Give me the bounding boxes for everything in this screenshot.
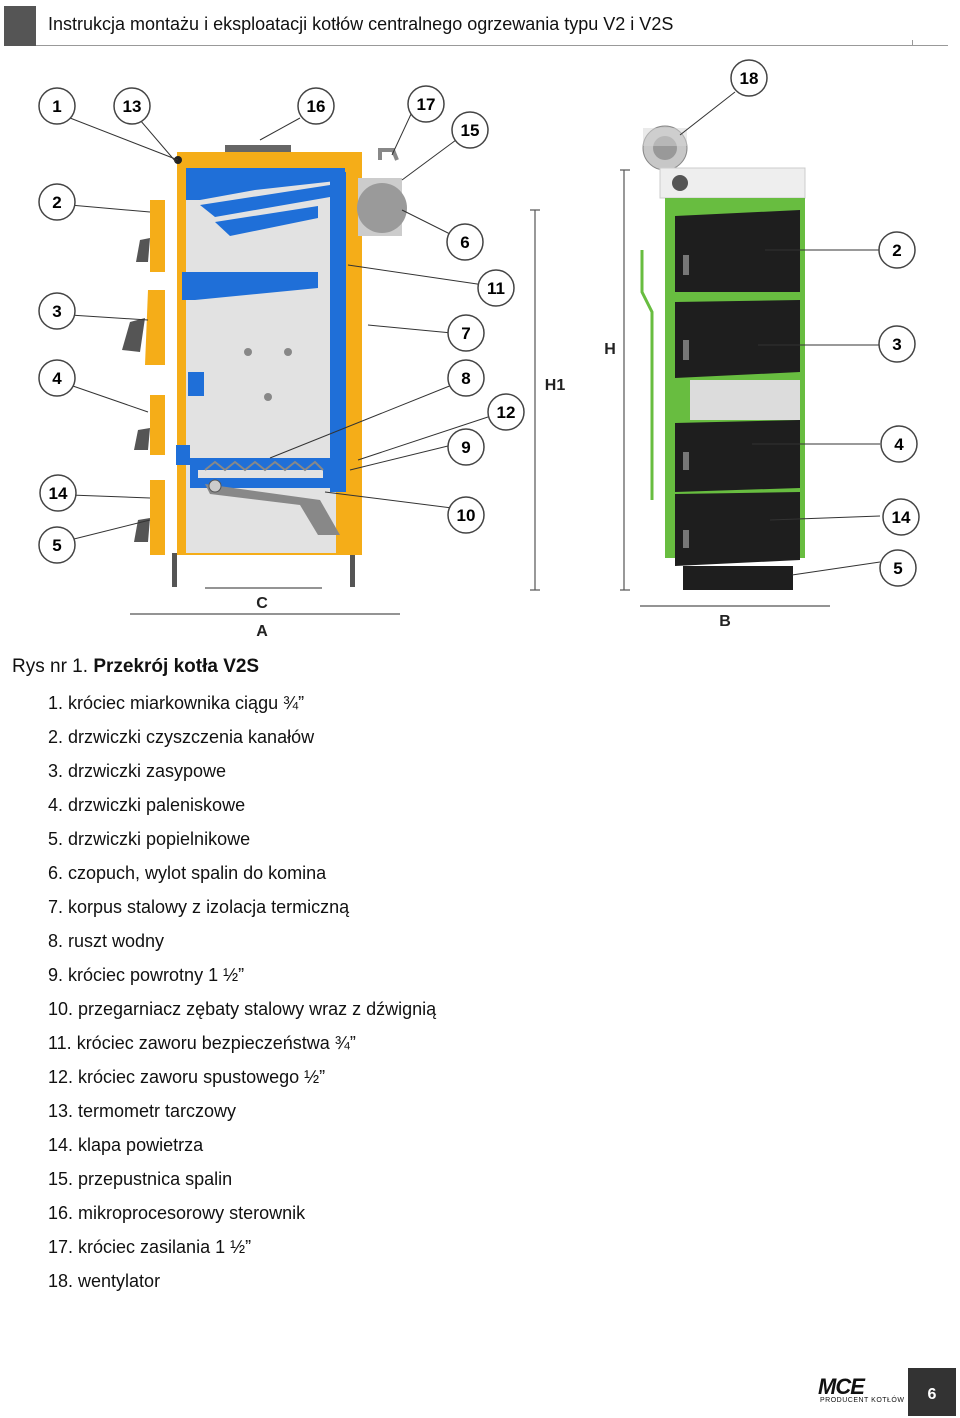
svg-text:7: 7 (461, 324, 470, 343)
legend-item: 4. drzwiczki paleniskowe (48, 795, 246, 815)
callout-14: 14 (39, 474, 77, 512)
leader-lines-right (679, 91, 881, 576)
svg-text:1: 1 (52, 97, 61, 116)
mce-logo: MCE PRODUCENT KOTŁÓW (818, 1372, 908, 1406)
svg-text:3: 3 (52, 302, 61, 321)
callout-9: 9 (447, 428, 485, 466)
callout-13: 13 (113, 87, 151, 125)
svg-text:14: 14 (49, 484, 68, 503)
svg-text:6: 6 (460, 233, 469, 252)
legend-item: 6. czopuch, wylot spalin do komina (48, 863, 327, 883)
svg-text:11: 11 (487, 279, 505, 298)
callouts-right: 18 2 3 4 14 5 (730, 59, 920, 587)
callout-11: 11 (477, 269, 515, 307)
callout-2-photo: 2 (878, 231, 916, 269)
boiler-figure: 1 13 16 17 15 2 6 11 3 7 4 8 12 9 14 10 … (38, 59, 920, 640)
legend-item: 17. króciec zasilania 1 ½” (48, 1237, 252, 1257)
callout-6: 6 (446, 223, 484, 261)
callout-14-photo: 14 (882, 498, 920, 536)
page-number-box: 6 (908, 1368, 956, 1416)
page-number: 6 (927, 1386, 937, 1403)
legend-item: 8. ruszt wodny (48, 931, 165, 951)
callout-16: 16 (297, 87, 335, 125)
legend-item: 7. korpus stalowy z izolacja termiczną (48, 897, 350, 917)
callout-5: 5 (38, 526, 76, 564)
legend-item: 15. przepustnica spalin (48, 1169, 233, 1189)
svg-text:14: 14 (892, 508, 911, 527)
header-rule (36, 45, 948, 46)
caption-prefix: Rys nr 1. (12, 656, 89, 677)
dim-label-a: A (256, 623, 268, 640)
callout-15: 15 (451, 111, 489, 149)
callout-3: 3 (38, 292, 76, 330)
dimension-lines-right (620, 169, 830, 607)
header-rule-tick (912, 40, 913, 46)
svg-text:5: 5 (52, 536, 61, 555)
legend-item: 2. drzwiczki czyszczenia kanałów (48, 727, 315, 747)
figure-caption: Rys nr 1. Przekrój kotła V2S (12, 656, 259, 678)
legend-item: 1. króciec miarkownika ciągu ¾” (48, 693, 305, 713)
callout-1: 1 (38, 87, 76, 125)
svg-text:17: 17 (417, 95, 436, 114)
callout-2: 2 (38, 183, 76, 221)
legend-item: 13. termometr tarczowy (48, 1101, 237, 1121)
svg-text:18: 18 (740, 69, 759, 88)
callout-8: 8 (447, 359, 485, 397)
svg-text:13: 13 (123, 97, 142, 116)
legend-item: 5. drzwiczki popielnikowe (48, 829, 251, 849)
legend-item: 9. króciec powrotny 1 ½” (48, 965, 245, 985)
svg-text:8: 8 (461, 369, 470, 388)
leader-lines-left (69, 111, 495, 541)
svg-text:5: 5 (893, 559, 902, 578)
svg-text:12: 12 (497, 403, 516, 422)
dim-label-h1: H1 (545, 377, 566, 394)
svg-text:16: 16 (307, 97, 326, 116)
legend-item: 11. króciec zaworu bezpieczeństwa ¾” (48, 1033, 356, 1053)
dim-label-c: C (256, 595, 268, 612)
svg-text:10: 10 (457, 506, 476, 525)
parts-legend: 1. króciec miarkownika ciągu ¾” 2. drzwi… (48, 692, 436, 1304)
callout-4: 4 (38, 359, 76, 397)
callout-4-photo: 4 (880, 425, 918, 463)
dim-label-b: B (719, 613, 731, 630)
legend-item: 3. drzwiczki zasypowe (48, 761, 227, 781)
logo-mark: MCE (818, 1374, 865, 1399)
callout-10: 10 (447, 496, 485, 534)
callout-17: 17 (407, 85, 445, 123)
svg-text:15: 15 (461, 121, 480, 140)
dimension-lines-left (130, 209, 540, 615)
callout-18: 18 (730, 59, 768, 97)
legend-item: 12. króciec zaworu spustowego ½” (48, 1067, 326, 1087)
svg-text:4: 4 (894, 435, 904, 454)
page-header-title: Instrukcja montażu i eksploatacji kotłów… (48, 14, 674, 34)
legend-item: 16. mikroprocesorowy sterownik (48, 1203, 306, 1223)
svg-text:2: 2 (52, 193, 61, 212)
boiler-photo (640, 125, 806, 590)
legend-item: 10. przegarniacz zębaty stalowy wraz z d… (48, 999, 437, 1019)
caption-title: Przekrój kotła V2S (93, 656, 260, 677)
legend-item: 18. wentylator (48, 1271, 161, 1291)
callout-3-photo: 3 (878, 325, 916, 363)
svg-text:2: 2 (892, 241, 901, 260)
callout-12: 12 (487, 393, 525, 431)
dimension-labels: C A H1 H B (256, 341, 731, 640)
dim-label-h: H (604, 341, 616, 358)
svg-text:3: 3 (892, 335, 901, 354)
callouts-left: 1 13 16 17 15 2 6 11 3 7 4 8 12 9 14 10 … (38, 85, 525, 564)
header-bar (4, 6, 36, 46)
svg-text:4: 4 (52, 369, 62, 388)
callout-7: 7 (447, 314, 485, 352)
callout-5-photo: 5 (879, 549, 917, 587)
logo-subtitle: PRODUCENT KOTŁÓW (820, 1397, 905, 1404)
boiler-cross-section (122, 145, 407, 587)
svg-text:9: 9 (461, 438, 470, 457)
legend-item: 14. klapa powietrza (48, 1135, 204, 1155)
